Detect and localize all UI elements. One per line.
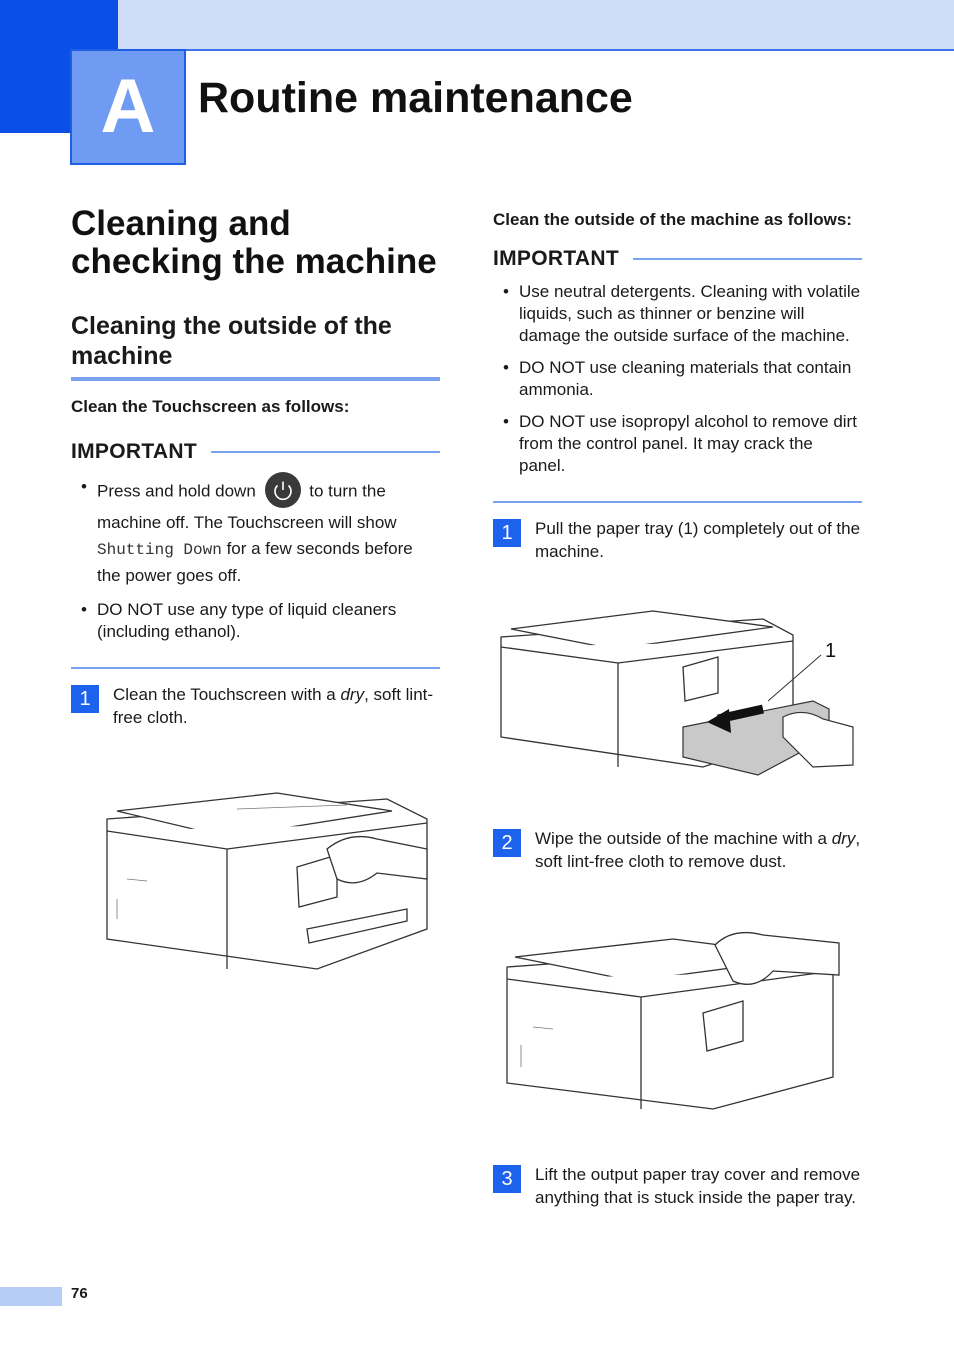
step-number: 2 bbox=[493, 829, 521, 857]
important-box-right: IMPORTANT Use neutral detergents. Cleani… bbox=[493, 247, 862, 503]
page-number: 76 bbox=[71, 1285, 88, 1302]
section-title: Cleaning and checking the machine bbox=[71, 204, 437, 281]
important-box-left: IMPORTANT Press and hold down to turn th… bbox=[71, 440, 440, 669]
list-item: DO NOT use any type of liquid cleaners (… bbox=[71, 599, 440, 643]
wipe-outside-illustration bbox=[506, 931, 840, 1110]
footer-tab bbox=[0, 1287, 62, 1306]
step-1-left: 1 Clean the Touchscreen with a dry, soft… bbox=[71, 683, 440, 729]
list-item: DO NOT use isopropyl alcohol to remove d… bbox=[493, 411, 862, 477]
important-list: Press and hold down to turn the machine … bbox=[71, 472, 440, 669]
step-1-right: 1 Pull the paper tray (1) completely out… bbox=[493, 517, 862, 563]
list-item: DO NOT use cleaning materials that conta… bbox=[493, 357, 862, 401]
power-icon bbox=[264, 472, 301, 508]
shutting-down-text: Shutting Down bbox=[97, 541, 222, 559]
header-band bbox=[118, 0, 954, 51]
step-number: 1 bbox=[71, 685, 99, 713]
important-label: IMPORTANT bbox=[71, 440, 197, 463]
list-item: Press and hold down to turn the machine … bbox=[71, 472, 440, 589]
step-number: 1 bbox=[493, 519, 521, 547]
list-item: Use neutral detergents. Cleaning with vo… bbox=[493, 281, 862, 347]
paper-tray-illustration: 1 bbox=[500, 610, 854, 776]
chapter-title: Routine maintenance bbox=[198, 74, 633, 122]
left-column: Cleaning and checking the machine Cleani… bbox=[71, 205, 440, 979]
important-rule bbox=[210, 451, 440, 453]
callout-label: 1 bbox=[825, 640, 836, 662]
touchscreen-heading: Clean the Touchscreen as follows: bbox=[71, 397, 350, 416]
right-column: Clean the outside of the machine as foll… bbox=[493, 208, 862, 1209]
step-number: 3 bbox=[493, 1165, 521, 1193]
chapter-letter: A bbox=[70, 49, 186, 165]
subsection-title: Cleaning the outside of the machine bbox=[71, 311, 440, 381]
important-rule bbox=[632, 258, 862, 260]
important-label: IMPORTANT bbox=[493, 247, 619, 270]
step-2-right: 2 Wipe the outside of the machine with a… bbox=[493, 827, 862, 873]
outside-heading: Clean the outside of the machine as foll… bbox=[493, 210, 852, 229]
step-3-right: 3 Lift the output paper tray cover and r… bbox=[493, 1163, 862, 1209]
touchscreen-cleaning-illustration bbox=[106, 792, 428, 970]
important-list: Use neutral detergents. Cleaning with vo… bbox=[493, 281, 862, 503]
